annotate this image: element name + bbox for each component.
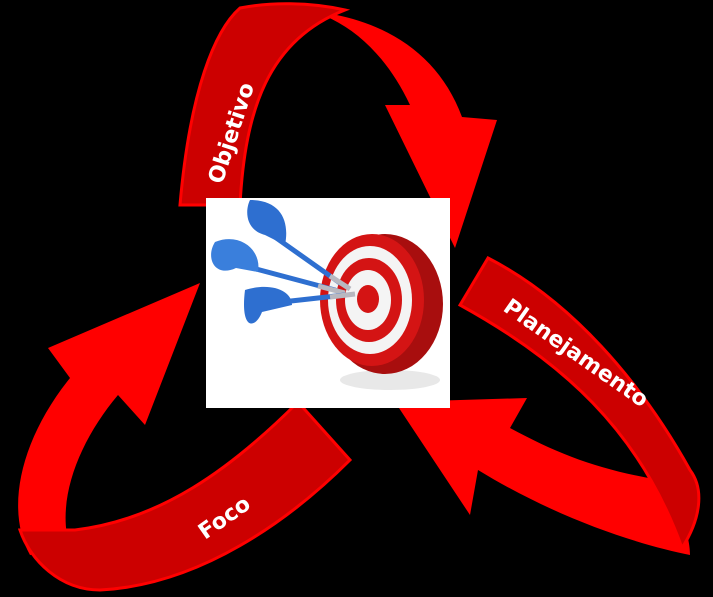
arrow-objetivo: Objetivo [178, 2, 497, 248]
dart-icon-top [247, 200, 352, 292]
center-image [206, 198, 450, 408]
target-icon [320, 234, 424, 366]
arrow-head-planejamento [395, 398, 690, 555]
dart-icon-middle [211, 239, 346, 296]
target-shadow [340, 370, 440, 390]
ribbon-objetivo [178, 2, 351, 207]
dart-icon-bottom [243, 286, 356, 324]
arrow-foco: Foco [17, 283, 353, 592]
ribbon-foco [17, 399, 353, 592]
arrow-head-foco [18, 283, 201, 555]
arrow-head-objetivo [235, 5, 497, 248]
ribbon-planejamento [457, 256, 701, 552]
